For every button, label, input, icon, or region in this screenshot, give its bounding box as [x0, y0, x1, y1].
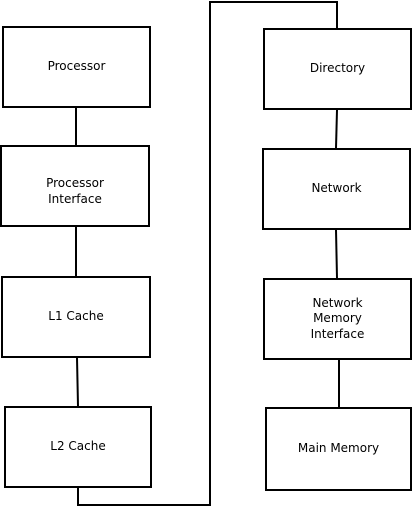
node-label: Directory	[309, 61, 366, 76]
node-label: Processor Interface	[46, 176, 104, 206]
node-label: L1 Cache	[48, 309, 104, 324]
node-label: Network Memory Interface	[310, 295, 365, 341]
edge-l2-cache-to-directory	[77, 1, 338, 506]
l2-cache-node: L2 Cache	[4, 406, 152, 488]
processor-node: Processor	[2, 26, 151, 108]
node-label: Network	[311, 181, 362, 196]
edge-l1-cache-to-l2-cache	[76, 357, 79, 407]
network-memory-interface-node: Network Memory Interface	[263, 278, 412, 360]
node-label: Processor	[47, 59, 106, 74]
directory-node: Directory	[263, 28, 412, 110]
edge-network-to-network-memory-interface	[335, 229, 338, 279]
node-label: Main Memory	[297, 441, 380, 456]
main-memory-node: Main Memory	[265, 407, 412, 491]
node-label: L2 Cache	[50, 439, 106, 454]
processor-interface-node: Processor Interface	[0, 145, 150, 227]
l1-cache-node: L1 Cache	[1, 276, 151, 358]
edge-directory-to-network	[335, 109, 338, 149]
network-node: Network	[262, 148, 411, 230]
